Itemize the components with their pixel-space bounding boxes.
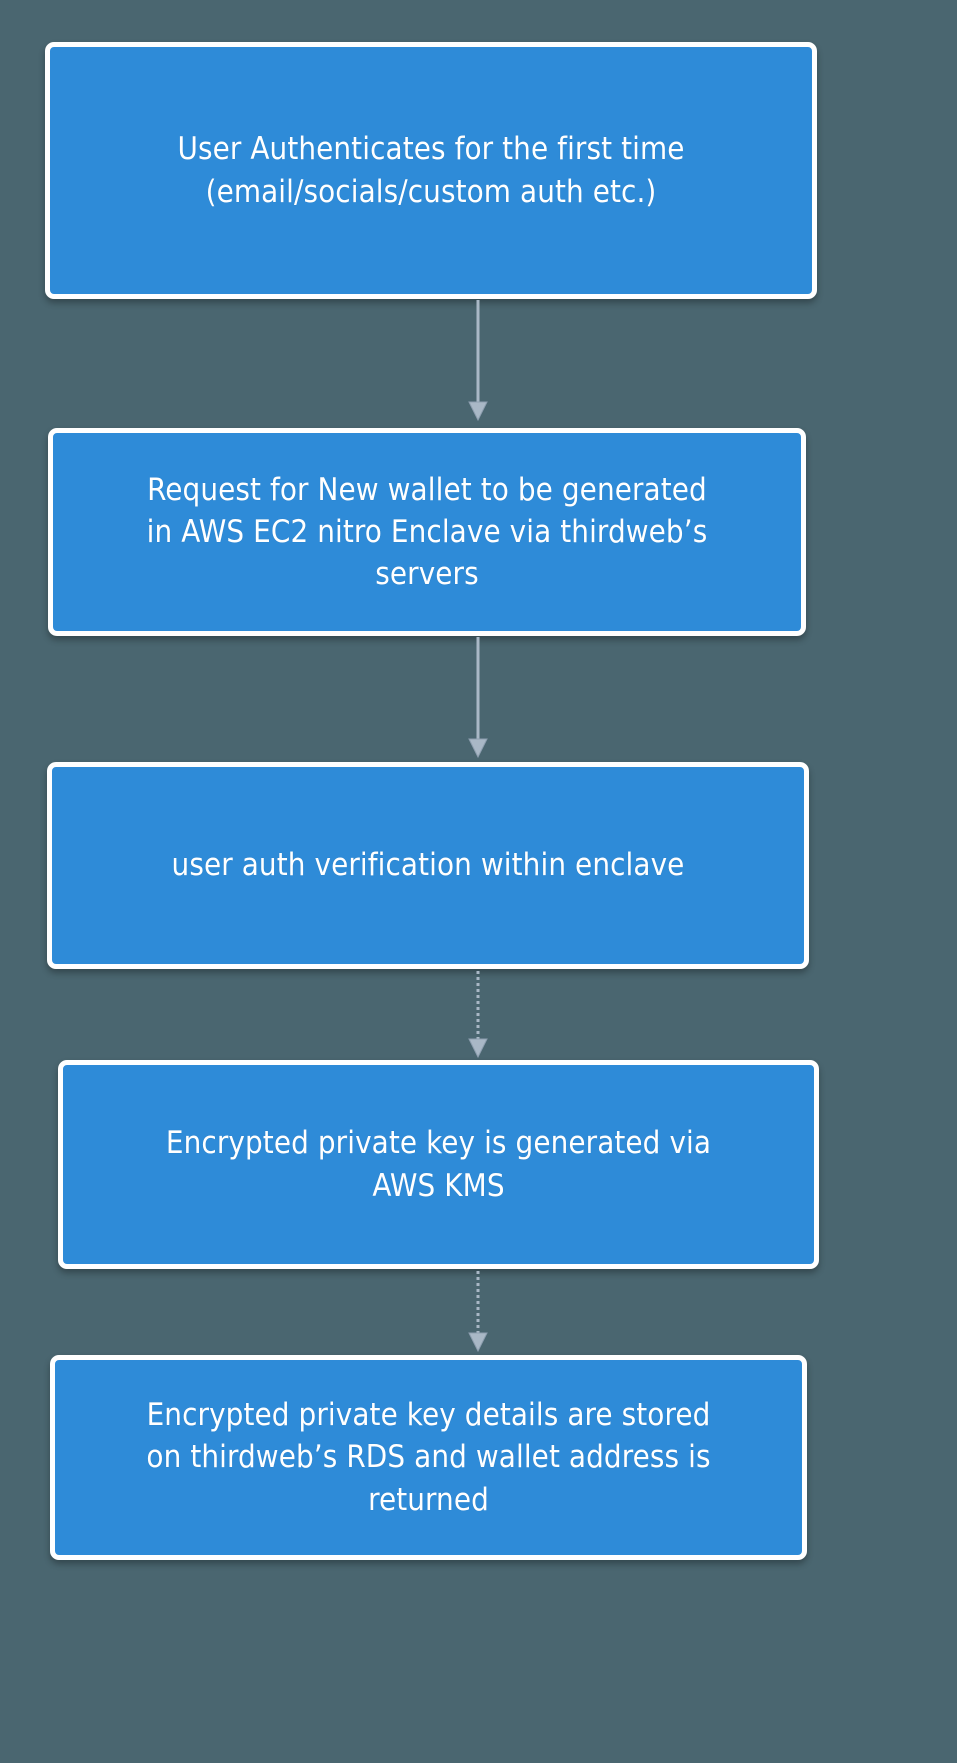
flow-node-user-authenticates[interactable]: User Authenticates for the first time (e… bbox=[45, 42, 817, 299]
flow-node-user-auth-verification[interactable]: user auth verification within enclave bbox=[47, 762, 809, 969]
flow-edge-node3-to-node4 bbox=[465, 971, 491, 1059]
flow-node-label: user auth verification within enclave bbox=[171, 847, 685, 884]
arrowhead-icon bbox=[468, 1038, 488, 1059]
flow-edge-node1-to-node2 bbox=[465, 300, 491, 422]
flow-node-request-new-wallet[interactable]: Request for New wallet to be generated i… bbox=[48, 428, 806, 636]
flow-node-label: Encrypted private key is generated via A… bbox=[165, 1125, 712, 1204]
flow-node-label: Encrypted private key details are stored… bbox=[146, 1397, 711, 1518]
flow-node-label: User Authenticates for the first time (e… bbox=[177, 131, 685, 210]
flow-edge-node2-to-node3 bbox=[465, 637, 491, 759]
flow-node-key-stored-and-address-returned[interactable]: Encrypted private key details are stored… bbox=[50, 1355, 807, 1560]
arrowhead-icon bbox=[468, 401, 488, 422]
flow-edge-node4-to-node5 bbox=[465, 1271, 491, 1353]
arrowhead-icon bbox=[468, 738, 488, 759]
arrowhead-icon bbox=[468, 1332, 488, 1353]
flow-node-label: Request for New wallet to be generated i… bbox=[146, 471, 708, 593]
flow-node-encrypted-key-generated[interactable]: Encrypted private key is generated via A… bbox=[58, 1060, 819, 1269]
